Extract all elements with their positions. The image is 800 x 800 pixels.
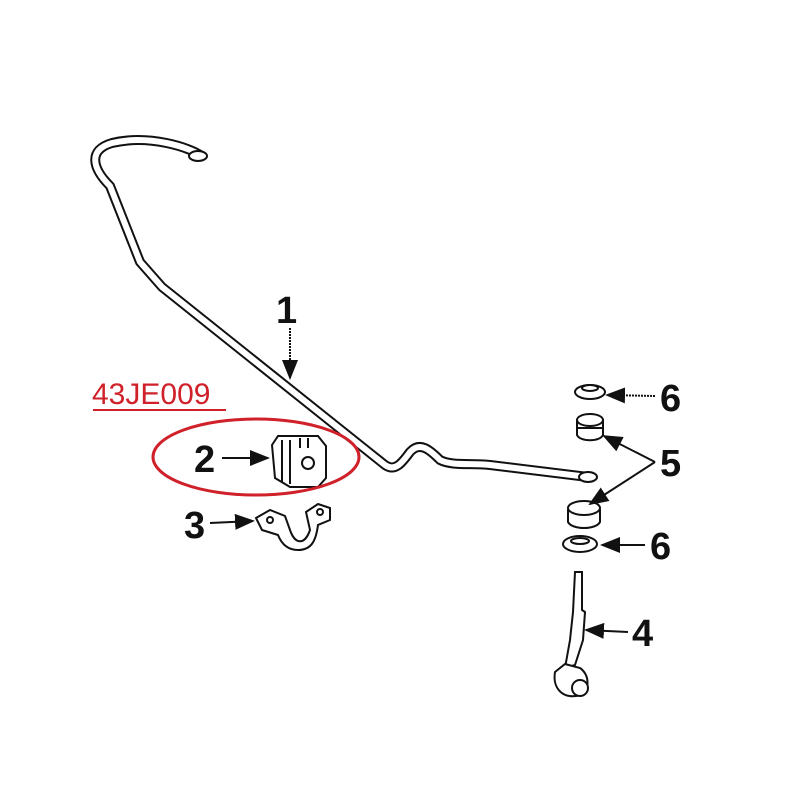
leader-lines [209, 328, 656, 639]
callout-6-bottom: 6 [650, 526, 671, 568]
stabilizer-bar [90, 135, 598, 483]
callout-4: 4 [632, 613, 653, 655]
bracket-part [254, 502, 331, 552]
bushing-part [270, 435, 327, 488]
callout-2: 2 [194, 439, 215, 481]
link-bushing-top [576, 413, 604, 442]
washer-top [574, 384, 606, 400]
part-code-label: 43JE009 [92, 378, 210, 411]
callout-6-top: 6 [660, 378, 681, 420]
callout-3: 3 [184, 505, 205, 547]
highlight-ellipse [151, 417, 361, 497]
washer-bottom [562, 535, 598, 553]
link-bushing-bottom [567, 500, 601, 529]
callout-1: 1 [276, 290, 297, 332]
link-part [553, 571, 589, 698]
callout-5: 5 [660, 443, 681, 485]
